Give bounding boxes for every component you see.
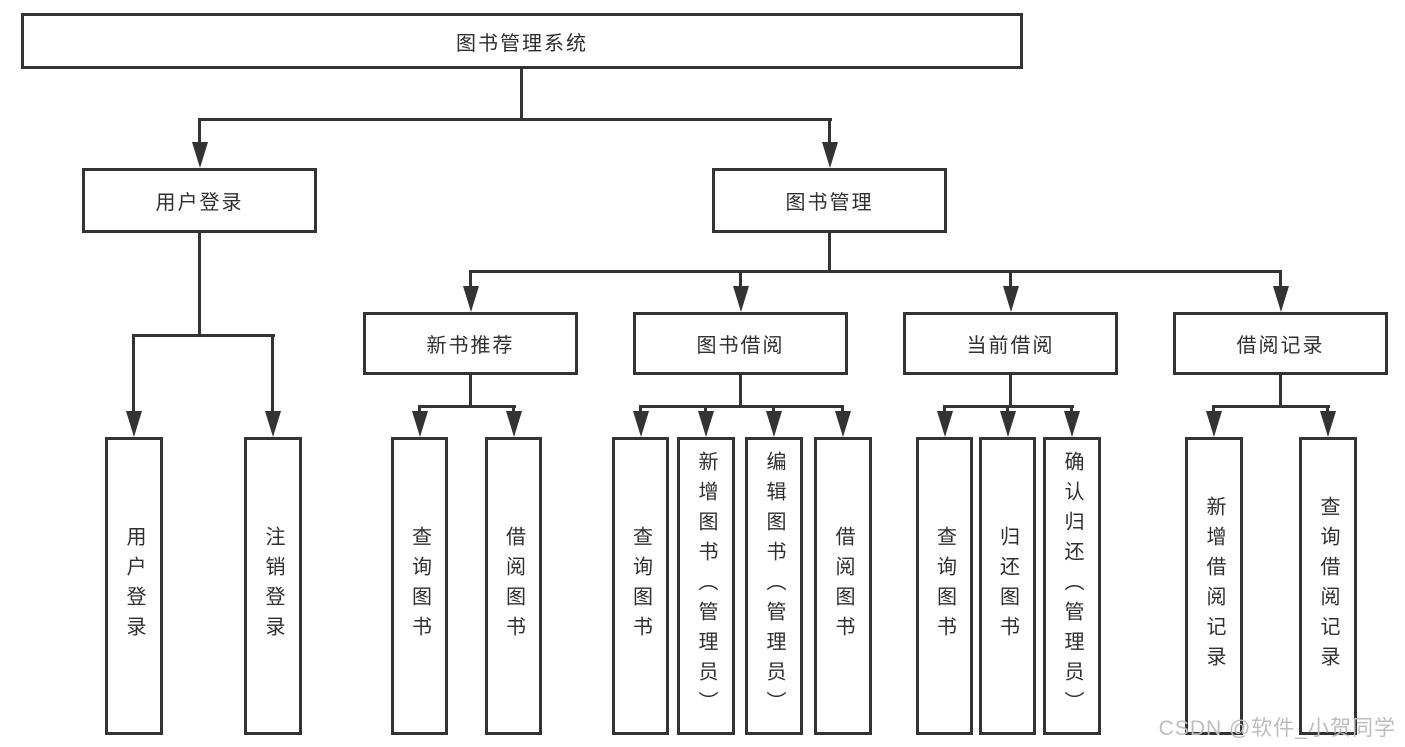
connector-nbr-drop2 [512, 405, 515, 414]
arrowhead-book-mgmt-branch [821, 142, 838, 168]
connector-root-stem [520, 69, 523, 121]
node-leaf-bb-query-books-label: 查询图书 [629, 526, 652, 646]
connector-bb-drop1 [639, 405, 642, 414]
node-leaf-cb-query-books-label: 查询图书 [933, 526, 956, 646]
node-user-login-branch-label: 用户登录 [155, 192, 244, 214]
node-book-borrow-label: 图书借阅 [696, 335, 785, 357]
connector-cb-stem [1009, 375, 1012, 408]
node-current-borrow-label: 当前借阅 [966, 335, 1055, 357]
node-leaf-cb-query-books: 查询图书 [916, 437, 973, 735]
node-leaf-cb-confirm-return-label: 确认归还（管理员） [1061, 451, 1083, 721]
node-borrow-records: 借阅记录 [1173, 312, 1388, 375]
arrowhead-bb-borrow [834, 411, 851, 437]
node-leaf-user-login: 用户登录 [105, 437, 163, 735]
connector-cb-drop3 [1070, 405, 1073, 414]
arrowhead-borrow-records [1272, 286, 1289, 312]
node-user-login-branch: 用户登录 [82, 168, 317, 233]
node-book-borrow: 图书借阅 [633, 312, 848, 375]
connector-br-stem [1279, 375, 1282, 408]
node-leaf-bb-borrow-books: 借阅图书 [814, 437, 872, 735]
csdn-watermark: CSDN @软件_小贺同学 [1158, 717, 1396, 740]
node-leaf-bb-borrow-books-label: 借阅图书 [832, 526, 854, 646]
connector-bb-drop4 [841, 405, 844, 414]
node-leaf-br-query-record: 查询借阅记录 [1299, 437, 1357, 735]
arrowhead-bb-edit [765, 411, 782, 437]
connector-l3-drop1 [469, 270, 472, 288]
node-borrow-records-label: 借阅记录 [1236, 335, 1325, 357]
connector-l3-hbar [469, 270, 1282, 273]
arrowhead-book-borrow [732, 286, 749, 312]
arrowhead-user-login-branch [191, 142, 208, 168]
arrowhead-cb-return [999, 411, 1016, 437]
node-leaf-br-add-record: 新增借阅记录 [1185, 437, 1243, 735]
arrowhead-leaf-logout [264, 411, 281, 437]
connector-l3-drop3 [1009, 270, 1012, 288]
node-book-mgmt-branch: 图书管理 [712, 168, 947, 233]
node-leaf-bb-edit-books-label: 编辑图书（管理员） [763, 451, 785, 721]
node-new-book-rec: 新书推荐 [363, 312, 578, 375]
node-leaf-nbr-query-books: 查询图书 [391, 437, 448, 735]
connector-l2-drop-left [198, 118, 201, 146]
node-leaf-br-add-record-label: 新增借阅记录 [1203, 496, 1225, 676]
arrowhead-leaf-user-login [125, 411, 142, 437]
connector-br-drop2 [1326, 405, 1329, 414]
connector-nbr-hbar [418, 405, 516, 408]
arrowhead-nbr-query [411, 411, 428, 437]
arrowhead-nbr-borrow [505, 411, 522, 437]
connector-l2-hbar [198, 118, 832, 121]
connector-bb-drop3 [772, 405, 775, 414]
node-leaf-logout: 注销登录 [244, 437, 302, 735]
connector-bb-stem [739, 375, 742, 408]
connector-br-drop1 [1212, 405, 1215, 414]
connector-br-hbar [1212, 405, 1330, 408]
connector-userlogin-drop2 [271, 334, 274, 412]
arrowhead-bb-query [632, 411, 649, 437]
node-root: 图书管理系统 [21, 13, 1023, 69]
node-leaf-bb-add-books: 新增图书（管理员） [677, 437, 735, 735]
connector-bb-drop2 [704, 405, 707, 414]
node-leaf-user-login-label: 用户登录 [123, 526, 145, 646]
connector-nbr-drop1 [418, 405, 421, 414]
connector-nbr-stem [469, 375, 472, 408]
connector-userlogin-hbar [132, 334, 275, 337]
node-new-book-rec-label: 新书推荐 [426, 335, 515, 357]
node-current-borrow: 当前借阅 [903, 312, 1118, 375]
node-leaf-cb-confirm-return: 确认归还（管理员） [1043, 437, 1101, 735]
connector-userlogin-drop1 [132, 334, 135, 412]
arrowhead-br-query [1319, 411, 1336, 437]
node-leaf-nbr-borrow-books: 借阅图书 [485, 437, 542, 735]
connector-bb-hbar [639, 405, 844, 408]
connector-cb-drop2 [1006, 405, 1009, 414]
arrowhead-br-add [1205, 411, 1222, 437]
node-leaf-nbr-borrow-books-label: 借阅图书 [502, 526, 525, 646]
connector-l2-drop-right [828, 118, 831, 146]
connector-bookmgmt-stem [828, 233, 831, 273]
node-leaf-cb-return-books: 归还图书 [979, 437, 1036, 735]
node-leaf-bb-query-books: 查询图书 [612, 437, 669, 735]
node-leaf-bb-edit-books: 编辑图书（管理员） [745, 437, 803, 735]
node-leaf-nbr-query-books-label: 查询图书 [408, 526, 431, 646]
node-book-mgmt-branch-label: 图书管理 [785, 192, 874, 214]
node-leaf-br-query-record-label: 查询借阅记录 [1317, 496, 1339, 676]
arrowhead-current-borrow [1002, 286, 1019, 312]
arrowhead-cb-confirm [1063, 411, 1080, 437]
node-root-label: 图书管理系统 [456, 32, 588, 55]
arrowhead-new-book-rec [462, 286, 479, 312]
connector-cb-drop1 [943, 405, 946, 414]
arrowhead-cb-query [936, 411, 953, 437]
arrowhead-bb-add [697, 411, 714, 437]
node-leaf-cb-return-books-label: 归还图书 [996, 526, 1019, 646]
node-leaf-logout-label: 注销登录 [262, 526, 284, 646]
node-leaf-bb-add-books-label: 新增图书（管理员） [695, 451, 717, 721]
connector-userlogin-stem [198, 233, 201, 337]
connector-l3-drop2 [739, 270, 742, 288]
connector-l3-drop4 [1279, 270, 1282, 288]
